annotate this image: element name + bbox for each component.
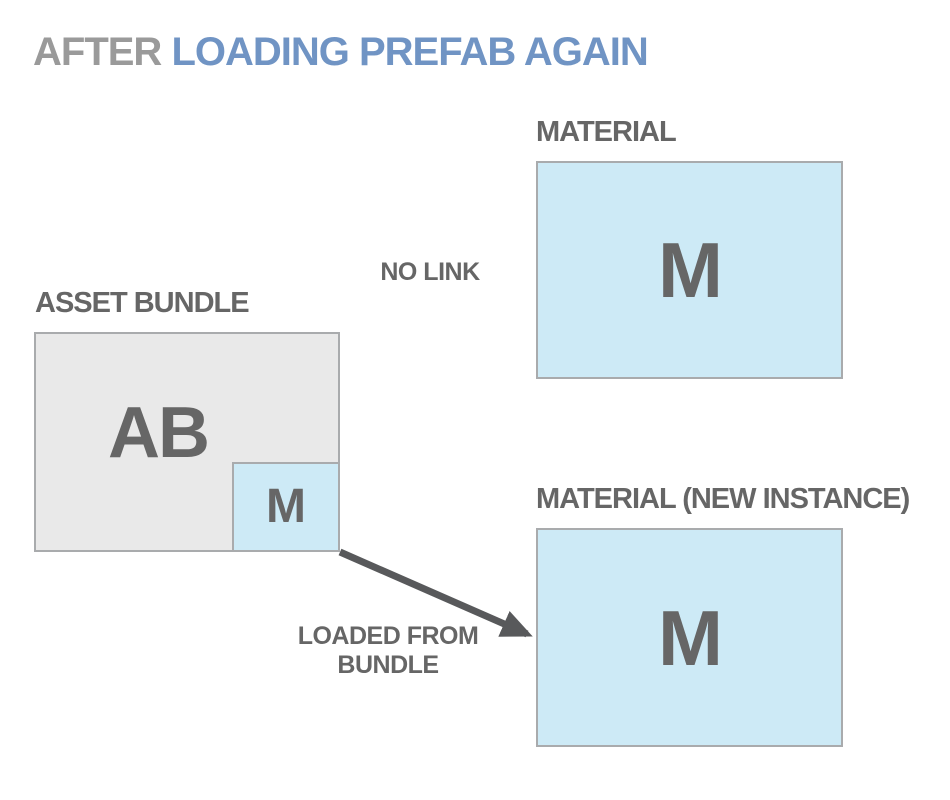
- asset-bundle-box: AB: [34, 332, 340, 552]
- material-new-instance-label: MATERIAL (NEW INSTANCE): [536, 483, 910, 515]
- title-highlight: LOADING PREFAB AGAIN: [171, 30, 648, 74]
- loaded-from-line2: BUNDLE: [337, 651, 439, 679]
- page-title: AFTER LOADING PREFAB AGAIN: [33, 30, 649, 75]
- material-new-instance-box: M: [536, 528, 843, 747]
- bundle-material-letter: M: [266, 480, 306, 533]
- bundle-material-box: M: [232, 462, 340, 552]
- material-label: MATERIAL: [536, 116, 677, 148]
- material-new-instance-letter: M: [658, 593, 723, 682]
- material-box: M: [536, 161, 843, 379]
- title-prefix: AFTER: [33, 30, 172, 74]
- loaded-from-line1: LOADED FROM: [297, 622, 479, 650]
- no-link-label: NO LINK: [380, 258, 480, 286]
- asset-bundle-label: ASSET BUNDLE: [35, 287, 250, 319]
- asset-bundle-letter: AB: [108, 393, 210, 473]
- loaded-from-bundle-label: LOADED FROM BUNDLE: [288, 622, 488, 680]
- material-letter: M: [658, 226, 723, 314]
